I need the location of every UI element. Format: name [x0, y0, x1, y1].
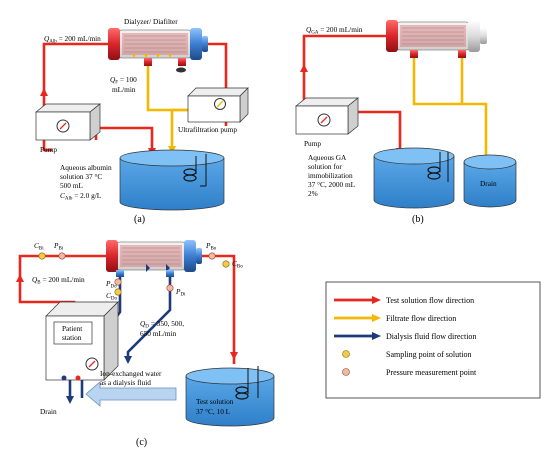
legend-item-sampling: Sampling point of solution	[386, 350, 472, 359]
legend-item-test: Test solution flow direction	[386, 296, 474, 305]
q-f-unit: mL/min	[112, 85, 136, 94]
caption-a: (a)	[134, 214, 145, 225]
pump-a	[35, 103, 101, 141]
water-label-2: as a dialysis fluid	[100, 378, 151, 387]
legend: Test solution flow direction Filtrate fl…	[325, 281, 541, 399]
tank-a	[119, 149, 225, 211]
dialyzer-a	[108, 28, 208, 73]
patient-station	[45, 301, 119, 381]
patient-label-1: Patient	[62, 324, 82, 333]
solution-a-1: Aqueous albumin	[60, 163, 112, 172]
solution-b-2: solution for	[308, 162, 342, 171]
legend-sampling-marker	[342, 350, 350, 358]
water-label-1: Ion-exchanged water	[100, 369, 162, 378]
pressure-point-pbo	[208, 252, 216, 260]
caption-b: (b)	[412, 214, 424, 225]
q-d-label-2: 650 mL/min	[140, 329, 177, 338]
c-do-label: CDo	[106, 291, 117, 302]
legend-item-pressure: Pressure measurement point	[386, 368, 477, 377]
sampling-point-cbi	[38, 252, 46, 260]
pressure-point-pdi	[166, 284, 174, 292]
solution-b-1: Aqueous GA	[308, 153, 347, 162]
p-bo-label: PBo	[205, 241, 217, 252]
solution-a-4: CAlb = 2.0 g/L	[60, 191, 102, 202]
drain-label-b: Drain	[480, 179, 497, 188]
test-label-2: 37 °C, 10 L	[196, 407, 231, 416]
caption-c: (c)	[136, 437, 147, 448]
patient-label-2: station	[62, 333, 82, 342]
panel-a: Dialyzer/ Diafilter QAlb = 200 mL/min QF…	[35, 17, 249, 225]
pump-label-a: Pump	[40, 145, 57, 154]
q-d-label: QD = 350, 500,	[140, 319, 184, 330]
q-b-label: QB = 200 mL/min	[32, 275, 85, 286]
c-bo-label: CBo	[232, 259, 243, 270]
pressure-point-pbi	[58, 252, 66, 260]
test-solution-line-a	[42, 42, 110, 152]
drain-label-c: Drain	[40, 407, 57, 416]
p-di-label: PDi	[175, 287, 186, 298]
uf-pump-a	[187, 87, 249, 123]
solution-b-5: 2%	[308, 189, 318, 198]
dialyzer-c	[106, 240, 202, 277]
tank-b-drain	[463, 154, 517, 208]
solution-a-3: 500 mL	[60, 181, 83, 190]
p-bi-label: PBi	[53, 241, 64, 252]
panel-b: QGA = 200 mL/min Pump Aqueous GA solutio…	[295, 20, 517, 225]
legend-item-dialysis: Dialysis fluid flow direction	[386, 332, 476, 341]
q-alb-label: QAlb = 200 mL/min	[44, 34, 101, 45]
tank-b-ga	[373, 147, 455, 209]
dialyzer-label-a: Dialyzer/ Diafilter	[124, 17, 178, 26]
sampling-point-cbo	[222, 260, 230, 268]
panel-c: CBi PBi PBo CBo QB = 200 mL/min PDo CDo …	[16, 240, 275, 448]
uf-pump-label: Ultrafiltration pump	[178, 125, 237, 134]
legend-pressure-marker	[342, 368, 350, 376]
dialyzer-b	[386, 20, 487, 58]
q-f-label: QF = 100	[110, 75, 137, 86]
c-bi-label: CBi	[34, 241, 44, 252]
q-ga-label: QGA = 200 mL/min	[306, 25, 363, 36]
sampling-point-cdo	[114, 288, 122, 296]
pump-b	[295, 97, 359, 135]
test-label-1: Test solution	[196, 397, 234, 406]
solution-b-4: 37 °C, 2000 mL	[308, 180, 356, 189]
solution-b-3: immobilization	[308, 171, 353, 180]
water-arrow	[85, 381, 177, 407]
pressure-point-pdo	[114, 278, 122, 286]
solution-a-2: solution 37 °C	[60, 172, 102, 181]
p-do-label: PDo	[105, 279, 117, 290]
tank-c	[185, 366, 275, 427]
pump-label-b: Pump	[304, 139, 321, 148]
legend-item-filtrate: Filtrate flow direction	[386, 314, 456, 323]
